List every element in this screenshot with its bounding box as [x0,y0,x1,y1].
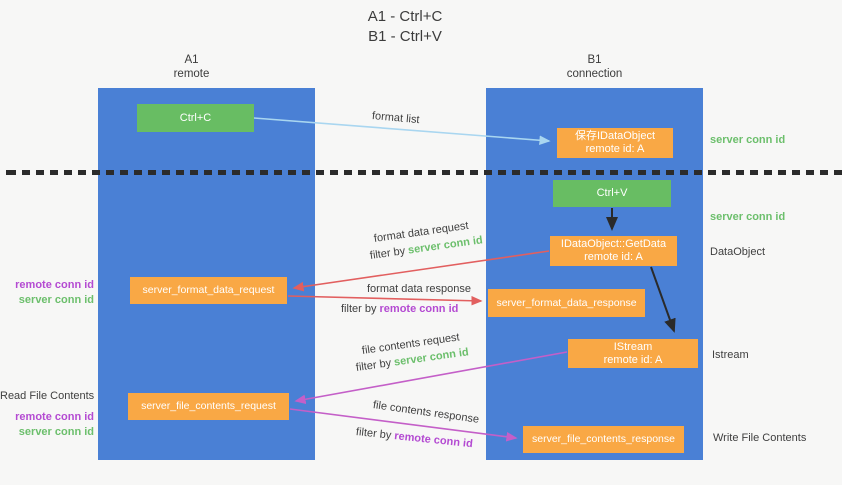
label-remote-conn-id-left-bottom: remote conn id [15,411,94,423]
label-format-list: format list [371,110,421,127]
node-server-format-data-response: server_format_data_response [488,289,645,317]
node-server-file-contents-request: server_file_contents_request [128,393,289,420]
label-format-data-response: format data response [367,283,471,295]
label-server-conn-id-left-bottom: server conn id [18,426,94,438]
lane-a-header: A1 remote [83,53,300,81]
filter-prefix: filter by [355,356,395,374]
node-ctrl-c: Ctrl+C [137,104,254,132]
filter-prefix: filter by [355,426,395,442]
label-server-conn-id-left-top: server conn id [18,294,94,306]
node-server-file-contents-response-label: server_file_contents_response [531,433,675,445]
lane-b-name: B1 [587,54,602,66]
label-write-file-contents: Write File Contents [713,432,807,444]
label-file-contents-response: file contents response [372,399,480,426]
node-idataobject-getdata-line2: remote id: A [584,251,643,263]
node-ctrl-v-label: Ctrl+V [596,187,628,199]
filter-prefix: filter by [369,244,409,262]
dashed-separator-line [0,170,842,175]
node-server-file-contents-response: server_file_contents_response [523,426,684,453]
remote-conn-id-keyword: remote conn id [393,430,474,451]
remote-conn-id-keyword: remote conn id [379,303,459,315]
label-filter-by-remote-conn-id-2: filter by remote conn id [355,426,473,450]
node-idataobject-getdata-line1: IDataObject::GetData [560,238,667,250]
node-server-format-data-response-label: server_format_data_response [496,296,637,309]
lane-b-role: connection [566,68,623,80]
node-server-file-contents-request-label: server_file_contents_request [141,400,276,412]
label-dataobject: DataObject [710,246,766,258]
node-save-idataobject-line1: 保存IDataObject [574,130,656,142]
title-line-1: A1 - Ctrl+C [367,8,443,25]
format-data-response-arrow [287,295,483,306]
node-server-format-data-request: server_format_data_request [130,277,287,304]
lane-a-name: A1 [184,54,199,66]
lane-a-role: remote [173,68,210,80]
label-server-conn-id-right-mid: server conn id [710,211,786,223]
node-ctrl-v: Ctrl+V [553,180,671,207]
node-istream-line2: remote id: A [603,353,663,366]
diagram-title: A1 - Ctrl+C B1 - Ctrl+V [300,7,510,47]
filter-prefix: filter by [341,303,380,315]
node-save-idataobject: 保存IDataObject remote id: A [557,128,673,158]
lane-b-header: B1 connection [486,53,703,81]
label-server-conn-id-right-top: server conn id [710,134,786,146]
node-server-format-data-request-label: server_format_data_request [142,284,275,296]
node-save-idataobject-line2: remote id: A [585,143,645,155]
label-filter-by-remote-conn-id-1: filter by remote conn id [341,303,458,315]
node-idataobject-getdata: IDataObject::GetData remote id: A [550,236,677,266]
node-istream-line1: IStream [613,340,653,353]
node-istream: IStream remote id: A [568,339,698,368]
label-istream-right: Istream [712,349,749,361]
label-read-file-contents: Read File Contents [0,390,95,402]
label-remote-conn-id-left-top: remote conn id [15,279,94,291]
title-line-2: B1 - Ctrl+V [368,28,442,45]
node-ctrl-c-label: Ctrl+C [179,111,212,124]
